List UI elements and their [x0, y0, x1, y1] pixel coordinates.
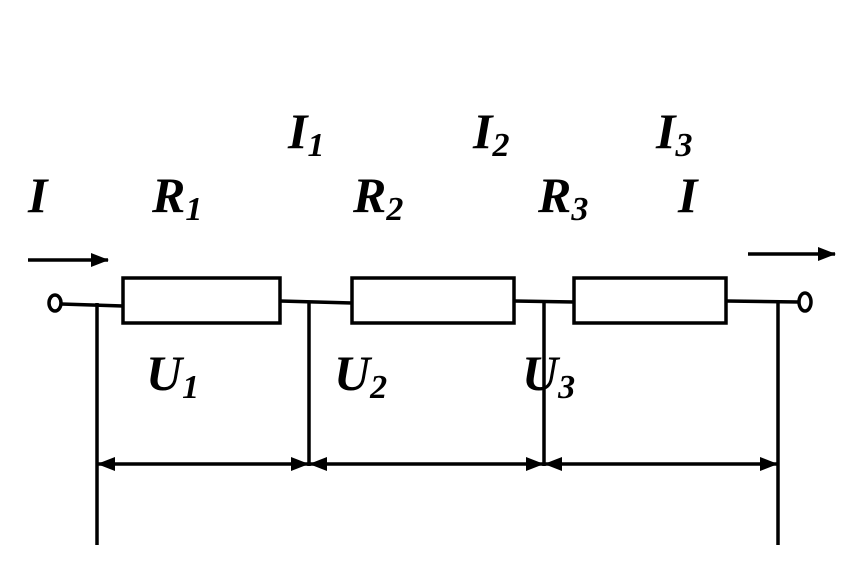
label-i1: I1	[287, 103, 324, 164]
label-i2: I2	[472, 103, 509, 164]
wire	[725, 299, 800, 304]
label-r3: R3	[537, 167, 588, 228]
label-current-out: I	[677, 167, 699, 223]
label-u3: U3	[522, 345, 575, 406]
resistor-r1	[121, 276, 282, 325]
wire	[279, 299, 353, 305]
label-r2: R2	[352, 167, 403, 228]
label-u2: U2	[334, 345, 387, 406]
label-i3: I3	[655, 103, 692, 164]
resistor-r3	[572, 276, 728, 325]
wire	[513, 299, 575, 304]
label-r1: R1	[151, 167, 202, 228]
output-terminal	[797, 291, 813, 313]
label-u1: U1	[146, 345, 199, 406]
resistor-r2	[350, 276, 516, 325]
wire	[60, 302, 124, 308]
input-terminal	[47, 293, 63, 313]
label-current-in: I	[27, 167, 49, 223]
